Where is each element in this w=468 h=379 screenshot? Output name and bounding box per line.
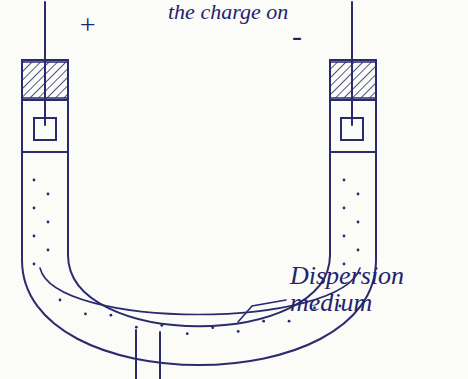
stopcock [159,332,161,379]
sol-particle [84,312,87,315]
sol-particle [262,320,265,323]
sol-particle [211,326,214,329]
polarity-sign: - [292,20,302,52]
sol-particle [59,299,62,302]
level-line [330,99,376,101]
leader-line [238,300,286,322]
level-line [22,99,68,101]
sol-particle [343,179,346,182]
sol-particle [343,235,346,238]
level-line [22,151,68,153]
cork-plug [330,62,376,98]
sol-particle [160,324,163,327]
level-line [330,151,376,153]
sol-particle [288,320,291,323]
cork-plug [22,62,68,98]
part-label: Dispersion medium [290,262,460,317]
sol-particle [357,193,360,196]
stopcock [135,330,137,379]
sol-particle [110,314,113,317]
electrode-plate [341,118,363,140]
sol-particle [135,326,138,329]
heading-note: the charge on [168,0,288,23]
sol-particle [33,179,36,182]
sol-particle [47,249,50,252]
electrode-plate [34,118,56,140]
sol-particle [343,207,346,210]
sol-particle [237,330,240,333]
sol-particle [186,332,189,335]
tube-outer-wall [22,60,376,365]
sol-particle [47,193,50,196]
sol-particle [33,263,36,266]
sol-particle [357,249,360,252]
polarity-sign: + [78,10,97,39]
sol-particle [33,207,36,210]
sol-particle [33,235,36,238]
sol-particle [357,221,360,224]
sol-particle [47,221,50,224]
